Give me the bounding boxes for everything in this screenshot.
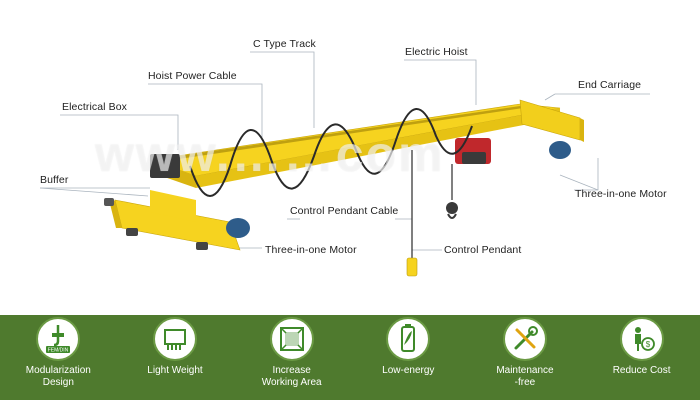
feature-label-working-area: Increase Working Area [261, 365, 322, 388]
tools-icon [502, 317, 547, 361]
label-buffer: Buffer [40, 174, 69, 186]
label-electrical-box: Electrical Box [62, 101, 128, 113]
feature-maintenance-free: Maintenance -free [470, 317, 580, 389]
label-three-in-one-motor-left: Three-in-one Motor [265, 244, 357, 256]
light-weight-icon [152, 317, 197, 361]
working-area-icon [269, 317, 314, 361]
feature-label-modularization: Modularization Design [25, 365, 91, 388]
feature-label-reduce-cost: Reduce Cost [612, 365, 671, 376]
feature-reduce-cost: $ Reduce Cost [587, 317, 697, 377]
battery-leaf-icon [386, 317, 431, 361]
label-c-type-track: C Type Track [253, 38, 316, 50]
watermark: www.……com [95, 126, 445, 182]
svg-text:$: $ [645, 340, 650, 349]
feature-label-maintenance-free: Maintenance -free [496, 365, 554, 388]
money-saving-icon: $ [619, 317, 664, 361]
label-three-in-one-motor-right: Three-in-one Motor [575, 188, 667, 200]
feature-light-weight: Light Weight [120, 317, 230, 377]
hook-fem-din-icon: FEM/DIN [36, 317, 81, 361]
feature-modularization: FEM/DIN Modularization Design [3, 317, 113, 389]
feature-label-low-energy: Low-energy [382, 365, 435, 376]
fem-din-badge: FEM/DIN [48, 348, 69, 354]
feature-label-light-weight: Light Weight [147, 365, 203, 376]
label-control-pendant-cable: Control Pendant Cable [290, 205, 399, 217]
label-control-pendant: Control Pendant [444, 244, 522, 256]
feature-low-energy: Low-energy [353, 317, 463, 377]
crane-diagram: www.……com C Type Track Electric Hoist Ho… [39, 38, 667, 277]
feature-working-area: Increase Working Area [237, 317, 347, 389]
label-electric-hoist: Electric Hoist [405, 46, 468, 58]
label-hoist-power-cable: Hoist Power Cable [148, 70, 237, 82]
label-end-carriage: End Carriage [578, 79, 642, 91]
crane-illustration [39, 51, 650, 277]
features-bar: FEM/DIN Modularization Design Light Weig… [0, 315, 700, 400]
